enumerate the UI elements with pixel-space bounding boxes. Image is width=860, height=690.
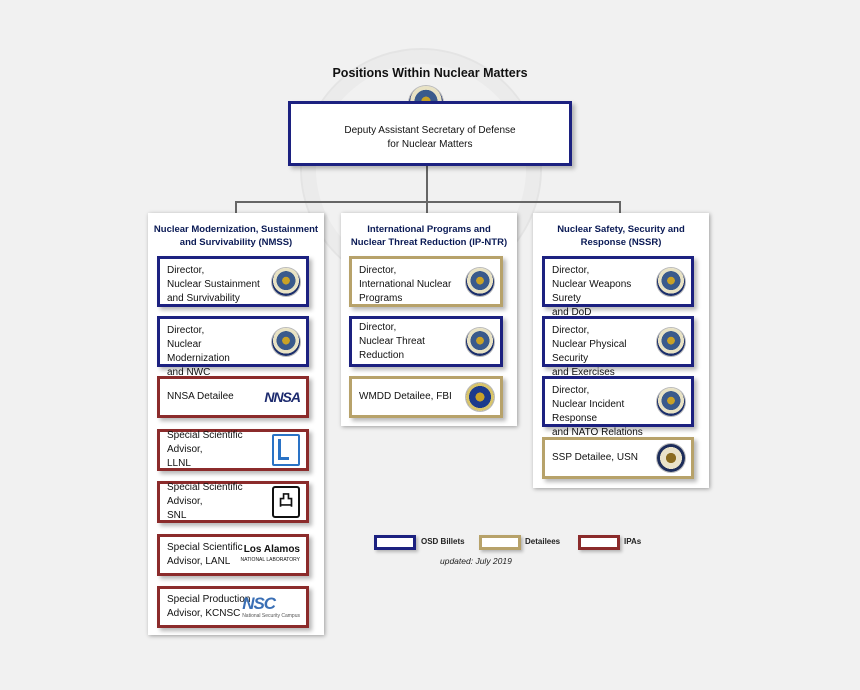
- card-line: Director,: [552, 325, 590, 336]
- card-line: Director,: [552, 265, 590, 276]
- panel-title-line2: Response (NSSR): [580, 237, 662, 248]
- card-line: Special Scientific Advisor,: [167, 430, 243, 455]
- chart-title: Positions Within Nuclear Matters: [332, 66, 528, 80]
- card-ssp-detailee: SSP Detailee, USN: [542, 437, 694, 479]
- card-nuclear-modernization: Director, Nuclear Modernization and NWC: [157, 316, 309, 378]
- dasd-title-line2: for Nuclear Matters: [387, 139, 473, 150]
- snl-logo-icon: 凸: [272, 486, 300, 518]
- card-line: Director,: [167, 265, 205, 276]
- card-line: Nuclear Incident Response: [552, 399, 625, 424]
- panel-title-line2: and Survivability (NMSS): [179, 237, 293, 248]
- lanl-logo-text: Los Alamos: [243, 544, 300, 555]
- connector-right: [619, 201, 621, 213]
- card-line: and NWC: [167, 367, 211, 378]
- card-kcnsc-advisor: Special Production Advisor, KCNSC NSC Na…: [157, 586, 309, 628]
- card-line: Director,: [552, 385, 590, 396]
- card-nnsa-detailee: NNSA Detailee NNSA: [157, 376, 309, 418]
- card-line: LLNL: [167, 458, 191, 469]
- dasd-title-line1: Deputy Assistant Secretary of Defense: [344, 125, 516, 136]
- kcnsc-logo-subtext: National Security Campus: [242, 613, 300, 619]
- fbi-seal-icon: [466, 383, 494, 411]
- legend-label-ipas: IPAs: [624, 537, 642, 546]
- dod-seal-icon: [657, 387, 685, 416]
- card-line: Nuclear Sustainment: [167, 279, 260, 290]
- updated-note: updated: July 2019: [440, 556, 512, 566]
- navy-seal-icon: [657, 444, 685, 472]
- card-line: Director,: [359, 265, 397, 276]
- card-line: Nuclear Threat Reduction: [359, 335, 425, 361]
- card-line: Nuclear Modernization: [167, 339, 230, 364]
- legend-swatch-osd: [374, 535, 416, 550]
- card-line: and NATO Relations: [552, 427, 643, 438]
- card-line: Special Scientific Advisor,: [167, 482, 243, 507]
- card-line: Nuclear Weapons Surety: [552, 279, 632, 304]
- connector-bar: [235, 201, 621, 203]
- dod-seal-icon: [466, 267, 494, 296]
- card-line: Director,: [359, 321, 397, 333]
- card-line: International Nuclear: [359, 279, 452, 290]
- card-wmdd-detailee: WMDD Detailee, FBI: [349, 376, 503, 418]
- panel-title-line1: Nuclear Modernization, Sustainment: [153, 224, 319, 235]
- panel-title-line1: Nuclear Safety, Security and: [557, 224, 685, 235]
- legend-swatch-ipas: [578, 535, 620, 550]
- card-nuclear-weapons-surety: Director, Nuclear Weapons Surety and DoD…: [542, 256, 694, 332]
- card-line: Advisor, LANL: [167, 556, 231, 567]
- nnsa-logo-icon: NNSA: [264, 389, 301, 405]
- dasd-box: Deputy Assistant Secretary of Defense fo…: [288, 101, 572, 166]
- lanl-logo-icon: Los Alamos NATIONAL LABORATORY: [241, 545, 300, 565]
- card-line: Director,: [167, 325, 205, 336]
- kcnsc-logo-text: NSC: [242, 594, 276, 613]
- llnl-logo-icon: [272, 434, 300, 466]
- card-line: SSP Detailee, USN: [552, 452, 638, 463]
- card-line: and Exercises: [552, 367, 615, 378]
- connector-trunk: [426, 162, 428, 202]
- card-llnl-advisor: Special Scientific Advisor, LLNL: [157, 429, 309, 471]
- panel-title-line2: Nuclear Threat Reduction (IP-NTR): [350, 237, 508, 248]
- card-snl-advisor: Special Scientific Advisor, SNL 凸: [157, 481, 309, 523]
- dod-seal-icon: [657, 267, 685, 296]
- card-nuclear-physical-security: Director, Nuclear Physical Security and …: [542, 316, 694, 378]
- connector-center: [426, 201, 428, 213]
- card-nuclear-threat-reduction: Director, Nuclear Threat Reduction: [349, 316, 503, 367]
- card-line: and Survivability: [167, 293, 240, 304]
- card-line: Special Scientific: [167, 542, 243, 553]
- card-nuclear-incident-response: Director, Nuclear Incident Response and …: [542, 376, 694, 438]
- dod-seal-icon: [272, 267, 300, 296]
- legend-label-osd: OSD Billets: [421, 537, 465, 546]
- card-line: WMDD Detailee, FBI: [359, 391, 452, 402]
- dod-seal-icon: [272, 327, 300, 356]
- panel-title-line1: International Programs and: [367, 224, 491, 235]
- legend-swatch-detailees: [479, 535, 521, 550]
- card-line: Programs: [359, 293, 403, 304]
- card-line: SNL: [167, 510, 187, 521]
- card-international-nuclear-programs: Director, International Nuclear Programs: [349, 256, 503, 307]
- lanl-logo-subtext: NATIONAL LABORATORY: [240, 557, 300, 563]
- card-line: Special Production: [167, 594, 251, 605]
- kcnsc-logo-icon: NSC National Security Campus: [242, 594, 300, 620]
- card-line: Advisor, KCNSC: [167, 608, 241, 619]
- card-line: Nuclear Physical Security: [552, 339, 627, 364]
- dod-seal-icon: [657, 327, 685, 356]
- legend-label-detailees: Detailees: [525, 537, 561, 546]
- card-nuclear-sustainment: Director, Nuclear Sustainment and Surviv…: [157, 256, 309, 307]
- card-line: NNSA Detailee: [167, 391, 234, 402]
- card-lanl-advisor: Special Scientific Advisor, LANL Los Ala…: [157, 534, 309, 576]
- dod-seal-icon: [466, 327, 494, 356]
- connector-left: [235, 201, 237, 213]
